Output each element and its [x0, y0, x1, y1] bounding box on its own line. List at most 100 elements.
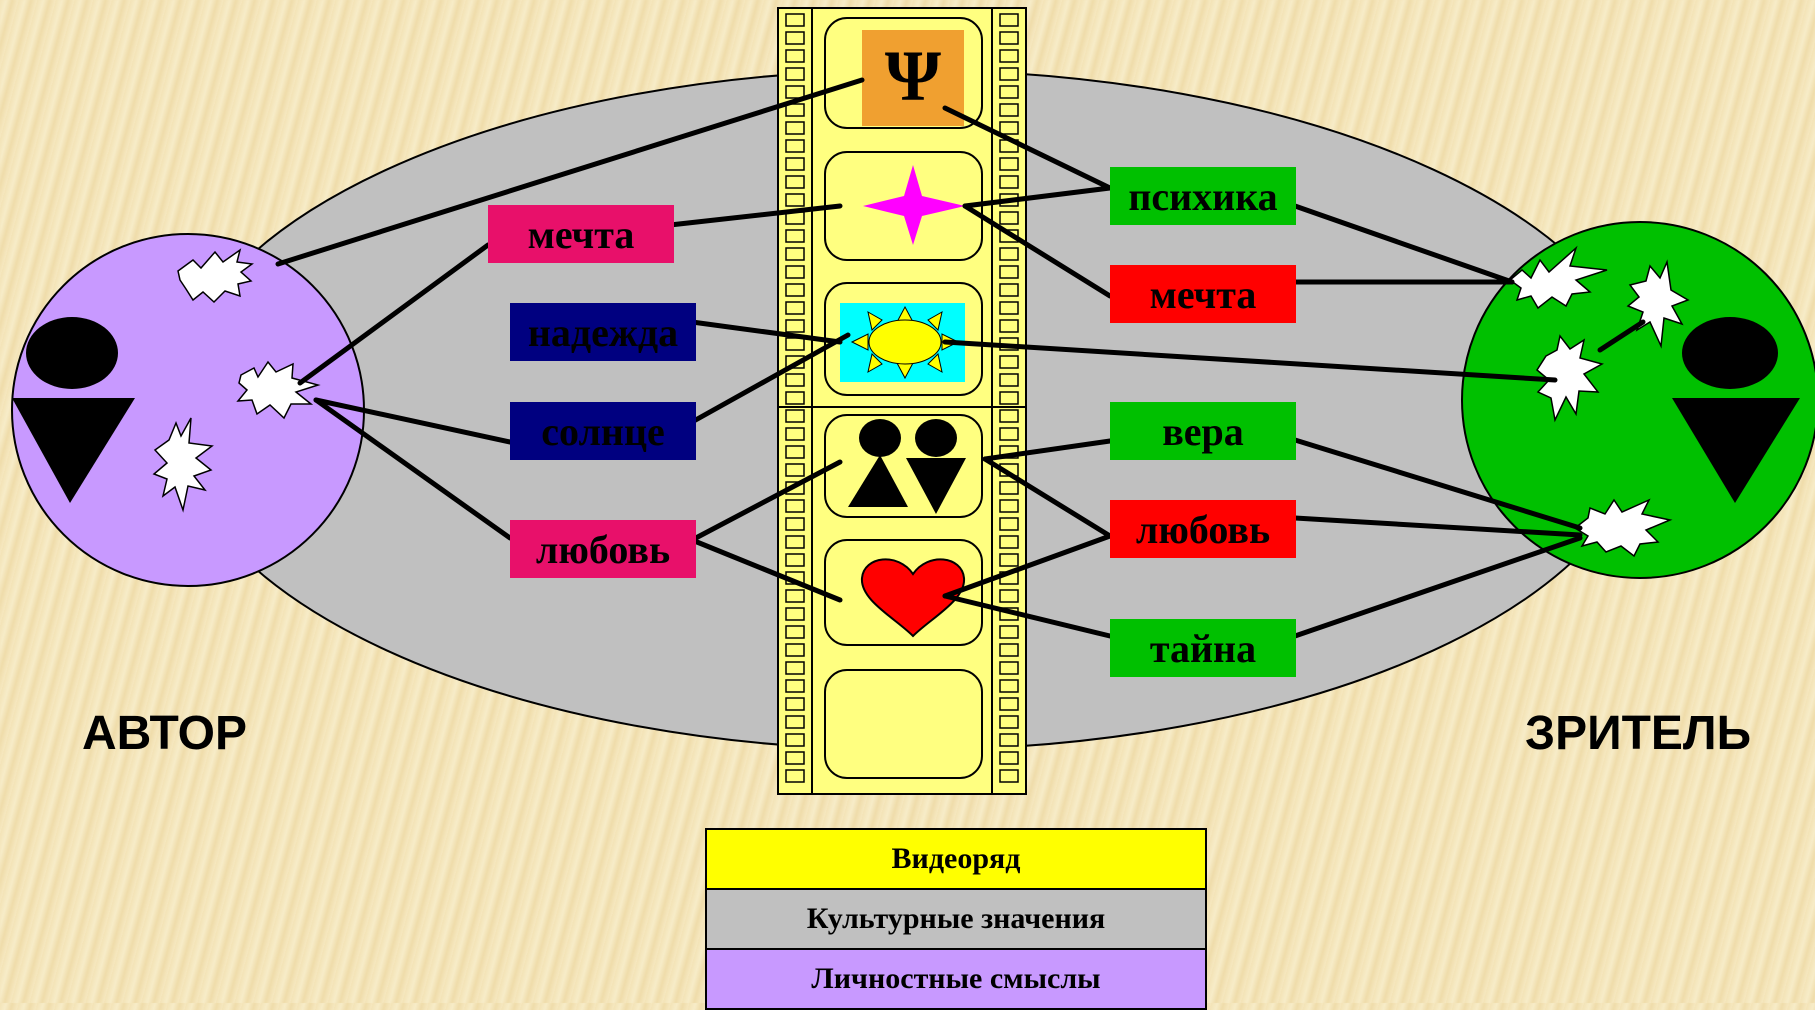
film-perforation	[785, 85, 805, 99]
film-perforation	[999, 373, 1019, 387]
idea-burst-icon	[152, 417, 214, 513]
film-perforation	[785, 31, 805, 45]
film-perforation	[999, 265, 1019, 279]
idea-burst-icon	[1508, 245, 1608, 310]
idea-burst-icon	[236, 360, 321, 420]
film-perforation	[785, 175, 805, 189]
film-perforation	[999, 103, 1019, 117]
film-perforation	[999, 67, 1019, 81]
film-perforation	[999, 391, 1019, 405]
legend-video-row: Видеоряд	[707, 830, 1205, 890]
viewer-tag-faith: вера	[1110, 402, 1296, 460]
film-perforation	[785, 103, 805, 117]
film-perforation	[999, 643, 1019, 657]
film-perforation	[999, 301, 1019, 315]
film-perforation	[999, 679, 1019, 693]
film-perforation	[785, 157, 805, 171]
film-perforation	[785, 535, 805, 549]
film-perforation	[785, 373, 805, 387]
film-perforation	[999, 625, 1019, 639]
viewer-tag-dream: мечта	[1110, 265, 1296, 323]
film-perforation	[785, 625, 805, 639]
film-perforation	[785, 139, 805, 153]
film-perforation	[785, 301, 805, 315]
film-perforation	[785, 409, 805, 423]
film-perforation	[785, 337, 805, 351]
legend-cultural-row: Культурные значения	[707, 890, 1205, 950]
viewer-tag-love: любовь	[1110, 500, 1296, 558]
film-perforation	[999, 409, 1019, 423]
film-perforation	[999, 499, 1019, 513]
idea-burst-icon	[1573, 498, 1673, 558]
film-perforation	[999, 175, 1019, 189]
film-perforation	[785, 499, 805, 513]
film-perforation	[785, 607, 805, 621]
viewer-label: ЗРИТЕЛЬ	[1525, 707, 1752, 760]
author-tag-love: любовь	[510, 520, 696, 578]
film-perforation	[785, 49, 805, 63]
idea-burst-icon	[1536, 334, 1604, 423]
film-perforation	[999, 751, 1019, 765]
legend-personal-row: Личностные смыслы	[707, 950, 1205, 1008]
film-perforation	[999, 661, 1019, 675]
film-perforation	[999, 13, 1019, 27]
film-perforation	[785, 589, 805, 603]
author-body-icon	[12, 398, 135, 503]
film-perforation	[999, 517, 1019, 531]
film-perforation	[999, 211, 1019, 225]
film-perforation	[999, 247, 1019, 261]
sun-icon	[850, 305, 960, 380]
film-perforation	[785, 445, 805, 459]
film-perforation	[999, 769, 1019, 783]
author-label: АВТОР	[82, 707, 247, 760]
film-perforation	[785, 265, 805, 279]
film-perforation	[999, 589, 1019, 603]
film-perforation	[785, 427, 805, 441]
film-perforation	[785, 391, 805, 405]
film-perforation	[785, 643, 805, 657]
author-head-icon	[26, 317, 118, 389]
star-icon	[863, 165, 965, 245]
film-perforation	[999, 85, 1019, 99]
film-perforation	[999, 283, 1019, 297]
legend: Видеоряд Культурные значения Личностные …	[705, 828, 1207, 1010]
film-perforation	[999, 733, 1019, 747]
film-perforation	[999, 715, 1019, 729]
viewer-body-icon	[1672, 398, 1800, 503]
film-perforation	[999, 49, 1019, 63]
film-perforation	[785, 697, 805, 711]
film-perforation	[785, 283, 805, 297]
film-perforation	[785, 769, 805, 783]
film-perforation	[999, 553, 1019, 567]
film-perforation	[999, 697, 1019, 711]
film-perforation	[999, 31, 1019, 45]
film-perforation	[999, 157, 1019, 171]
film-perforation	[785, 679, 805, 693]
film-frame	[824, 669, 983, 779]
film-perforation	[785, 463, 805, 477]
psi-icon: Ψ	[885, 36, 941, 116]
film-perforation	[785, 553, 805, 567]
film-perforation	[785, 751, 805, 765]
film-perforation	[785, 517, 805, 531]
idea-burst-icon	[1626, 259, 1690, 349]
connection-lines	[275, 77, 1646, 639]
film-perforations	[785, 13, 1019, 783]
film-perforation	[785, 229, 805, 243]
film-perforation	[999, 121, 1019, 135]
film-perforation	[999, 481, 1019, 495]
author-tag-hope: надежда	[510, 303, 696, 361]
film-perforation	[785, 67, 805, 81]
film-perforation	[999, 427, 1019, 441]
film-perforation	[785, 733, 805, 747]
film-perforation	[785, 319, 805, 333]
film-perforation	[999, 535, 1019, 549]
film-perforation	[785, 247, 805, 261]
film-perforation	[785, 715, 805, 729]
idea-burst-icon	[177, 248, 254, 304]
viewer-tag-mystery: тайна	[1110, 619, 1296, 677]
film-perforation	[785, 13, 805, 27]
film-perforation	[999, 319, 1019, 333]
viewer-head-icon	[1682, 317, 1778, 389]
viewer-tag-psyche: психика	[1110, 167, 1296, 225]
